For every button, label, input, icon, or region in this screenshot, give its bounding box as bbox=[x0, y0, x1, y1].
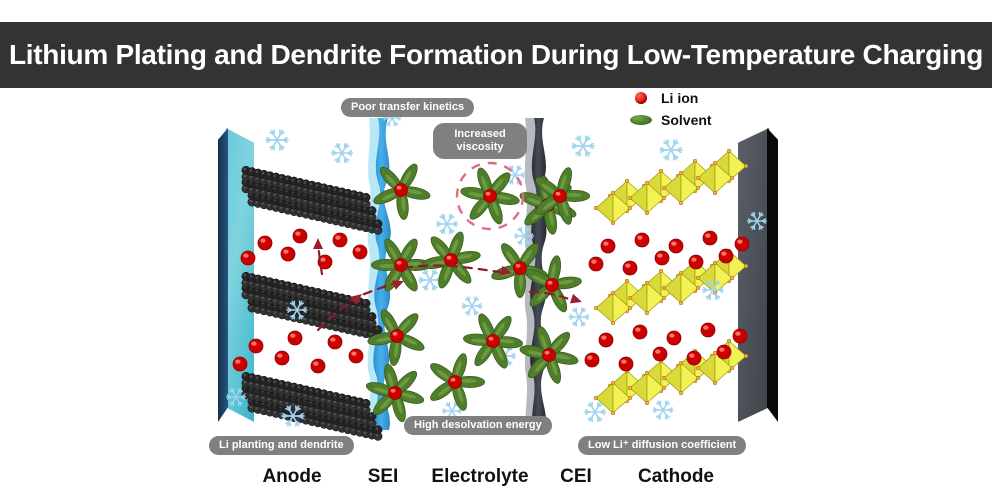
legend-label-solvent: Solvent bbox=[661, 112, 712, 128]
cathode-octahedra-layer bbox=[588, 338, 749, 428]
red-circle-icon bbox=[630, 92, 652, 104]
graphite-layer bbox=[241, 258, 386, 341]
page-title: Lithium Plating and Dendrite Formation D… bbox=[8, 39, 984, 70]
component-label-electrolyte: Electrolyte bbox=[431, 466, 529, 487]
cei-layer bbox=[524, 118, 568, 430]
component-label-sei: SEI bbox=[367, 466, 399, 487]
legend-item-solvent: Solvent bbox=[630, 110, 820, 130]
title-banner: Lithium Plating and Dendrite Formation D… bbox=[0, 22, 992, 88]
legend-label-li-ion: Li ion bbox=[661, 90, 699, 106]
callout-li-plating-dendrite: Li planting and dendrite bbox=[209, 436, 354, 455]
legend-item-li-ion: Li ion bbox=[630, 88, 820, 108]
legend: Li ion Solvent bbox=[630, 88, 820, 132]
cathode-current-collector bbox=[738, 128, 778, 422]
callout-low-li-diffusion: Low Li⁺ diffusion coefficient bbox=[578, 436, 747, 455]
cathode-octahedra-layer bbox=[588, 148, 749, 238]
graphite-layer bbox=[241, 152, 386, 235]
callout-poor-transfer-kinetics: Poor transfer kinetics bbox=[341, 98, 475, 117]
green-ellipse-icon bbox=[630, 115, 652, 125]
cathode-octahedra-layer bbox=[588, 248, 749, 338]
component-label-cei: CEI bbox=[560, 466, 592, 487]
graphite-layer bbox=[241, 358, 386, 441]
component-label-cathode: Cathode bbox=[638, 466, 714, 487]
callout-increased-viscosity: Increased viscosity bbox=[433, 123, 527, 159]
callout-high-desolvation-energy: High desolvation energy bbox=[404, 416, 552, 435]
component-label-anode: Anode bbox=[262, 466, 322, 487]
